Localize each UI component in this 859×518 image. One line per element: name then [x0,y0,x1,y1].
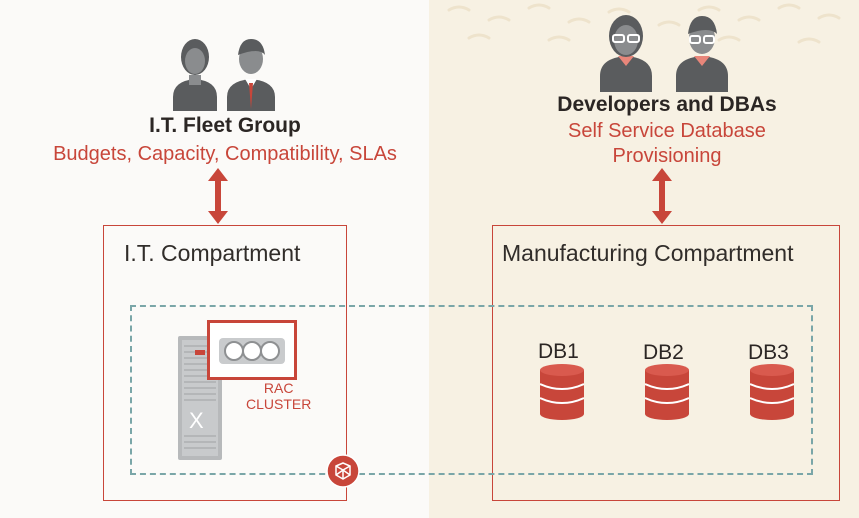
db2-cylinder-icon [645,364,689,420]
it-fleet-group-title: I.T. Fleet Group [149,114,301,137]
rac-cluster-label: RAC CLUSTER [246,380,311,412]
shared-network-boundary [130,305,813,475]
developers-group-title: Developers and DBAs [557,93,777,116]
db2-label: DB2 [643,341,684,364]
rac-cluster-icon [207,320,297,380]
developers-subtitle-line1: Self Service Database [568,120,766,142]
manufacturing-compartment-box [492,225,840,501]
rac-label-line1: RAC [263,380,294,396]
decorative-texture [447,3,841,44]
db3-cylinder-icon [750,364,794,420]
developers-people-icon [600,15,728,92]
rac-label-line2: CLUSTER [246,396,312,412]
network-badge-icon [326,454,360,488]
db3-label: DB3 [748,341,789,364]
it-fleet-people-icon [173,39,275,111]
db1-label: DB1 [538,340,579,363]
manufacturing-compartment-label: Manufacturing Compartment [502,240,794,266]
db1-cylinder-icon [540,364,584,420]
server-mark: X [189,408,204,433]
left-double-arrow-icon [208,168,228,224]
it-compartment-box [103,225,347,501]
developers-subtitle-line2: Provisioning [612,145,722,167]
it-compartment-label: I.T. Compartment [124,240,301,266]
right-double-arrow-icon [652,168,672,224]
it-fleet-group-subtitle: Budgets, Capacity, Compatibility, SLAs [53,143,397,165]
